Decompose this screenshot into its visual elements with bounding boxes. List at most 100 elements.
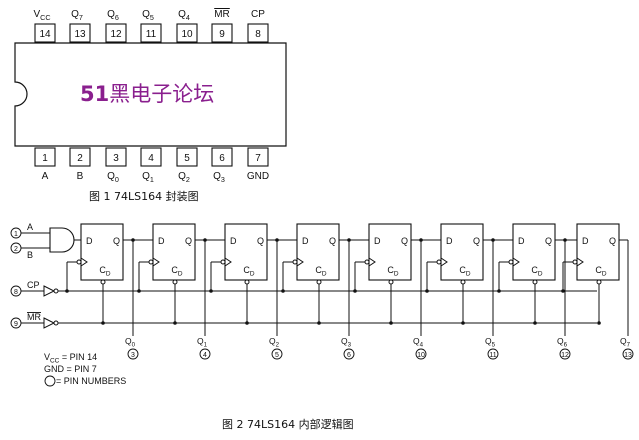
output-1: Q14 [197, 336, 211, 360]
junction [419, 238, 423, 242]
ff-clock-bubble [364, 259, 370, 265]
pin-label: CP [251, 9, 265, 20]
ff-cd-label: CD [315, 265, 327, 278]
note-gnd: GND = PIN 7 [44, 364, 97, 374]
pin-number: 10 [181, 29, 193, 40]
pin-circle-number: 8 [14, 289, 18, 296]
junction [353, 289, 357, 293]
ff-clock-mark [368, 257, 376, 267]
flipflop-box [296, 223, 340, 281]
bottom-pin-5: 5Q2 [176, 147, 198, 184]
pin-label: Q2 [178, 171, 190, 184]
ff-q-label: Q [609, 236, 616, 246]
output-0: Q03 [125, 336, 139, 360]
pin-label: Q0 [107, 171, 119, 184]
ff-reset-bubble [460, 279, 466, 285]
ff-clock-bubble [508, 259, 514, 265]
ff-q-label: Q [257, 236, 264, 246]
ff-cd-label: CD [243, 265, 255, 278]
output-pin-circle: 4 [199, 348, 211, 360]
mr-bubble [53, 320, 59, 326]
pin-box [211, 23, 233, 43]
flipflop-box [80, 223, 124, 281]
cp-buffer [43, 285, 56, 297]
ff-clock-bubble [148, 259, 154, 265]
junction [597, 321, 601, 325]
junction [281, 289, 285, 293]
pin-box [176, 23, 198, 43]
junction [131, 238, 135, 242]
bottom-pin-1: 1A [34, 147, 56, 182]
ff-clock-mark [512, 257, 520, 267]
pin-number: 9 [219, 29, 225, 40]
pin-number: 8 [255, 29, 261, 40]
ff-reset-bubble [532, 279, 538, 285]
ff-d-label: D [518, 236, 525, 246]
ff-d-label: D [582, 236, 589, 246]
ff-clock-bubble [220, 259, 226, 265]
pin-circle-number: 12 [561, 352, 569, 359]
pin-number: 1 [42, 153, 48, 164]
pin-box [247, 147, 269, 167]
ff-q-label: Q [401, 236, 408, 246]
output-label: Q2 [269, 336, 280, 349]
junction [101, 321, 105, 325]
output-label: Q7 [620, 336, 631, 349]
note-vcc: VCC = PIN 14 [44, 352, 97, 365]
pin-label: Q7 [71, 9, 83, 22]
input-pin-b: 2 [10, 242, 22, 254]
input-label-cp: CP [27, 280, 40, 290]
pin-circle [415, 348, 427, 360]
ff-clock-bubble [76, 259, 82, 265]
junction [561, 289, 565, 293]
pin-circle [199, 348, 211, 360]
pin-label: GND [247, 171, 269, 182]
pin-box [211, 147, 233, 167]
pin-circle-number: 9 [14, 321, 18, 328]
pin-circle-number: 6 [347, 352, 351, 359]
output-pin-circle: 12 [559, 348, 571, 360]
ic-body [14, 42, 287, 147]
junction [461, 321, 465, 325]
ff-q-label: Q [185, 236, 192, 246]
flipflop-box [152, 223, 196, 281]
output-label: Q5 [485, 336, 496, 349]
ff-reset-bubble [172, 279, 178, 285]
pin-number: 14 [39, 29, 51, 40]
output-pin-circle: 10 [415, 348, 427, 360]
junction [173, 321, 177, 325]
input-pin-a: 1 [10, 227, 22, 239]
pin-number: 12 [110, 29, 122, 40]
output-pin-circle: 6 [343, 348, 355, 360]
ff-q-label: Q [545, 236, 552, 246]
pin-number: 2 [77, 153, 83, 164]
pin-circle-number: 10 [417, 352, 425, 359]
pin-circle [271, 348, 283, 360]
output-label: Q4 [413, 336, 424, 349]
input-label-b: B [27, 250, 33, 260]
pin-number: 4 [148, 153, 154, 164]
flipflop-box [368, 223, 412, 281]
bottom-pin-2: 2B [69, 147, 91, 182]
pin-box [105, 23, 127, 43]
pin-circle [343, 348, 355, 360]
pin-box [176, 147, 198, 167]
output-2: Q25 [269, 336, 283, 360]
pin-circle-number: 1 [14, 231, 18, 238]
ff-cd-label: CD [531, 265, 543, 278]
junction [245, 321, 249, 325]
junction [137, 289, 141, 293]
pin-number: 7 [255, 153, 261, 164]
pin-circle [487, 348, 499, 360]
bottom-pin-3: 3Q0 [105, 147, 127, 184]
junction [563, 238, 567, 242]
ff-clock-bubble [436, 259, 442, 265]
output-pin-circle: 5 [271, 348, 283, 360]
